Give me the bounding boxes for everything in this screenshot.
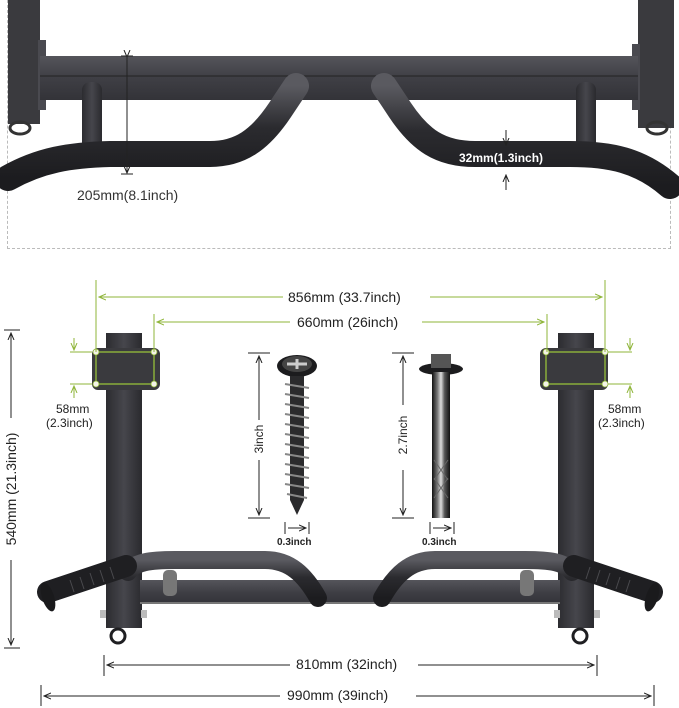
- total-width-label: 990mm (39inch): [287, 687, 389, 703]
- outer-hole-span-label: 856mm (33.7inch): [288, 289, 401, 305]
- screw-length-label: 3inch: [252, 424, 266, 454]
- total-height-label: 540mm (21.3inch): [3, 432, 19, 546]
- frame-width-label: 810mm (32inch): [296, 656, 398, 672]
- bar-height-label: 205mm(8.1inch): [77, 187, 179, 203]
- anchor-diameter-label: 0.3inch: [422, 537, 457, 548]
- right-plate-spacing-mm: 58mm: [608, 402, 642, 416]
- anchor-bolt-artwork: [419, 354, 463, 518]
- mounting-hole-guides: [95, 351, 606, 385]
- right-plate-spacing-inch: (2.3inch): [598, 416, 645, 430]
- screw-artwork: [277, 355, 317, 515]
- anchor-length-label: 2.7inch: [396, 415, 410, 455]
- left-plate-spacing-mm: 58mm: [56, 402, 90, 416]
- inner-hole-span-label: 660mm (26inch): [297, 314, 399, 330]
- tube-diameter-label: 32mm(1.3inch): [459, 151, 544, 165]
- screw-diameter-label: 0.3inch: [277, 537, 312, 548]
- closeup-bar-artwork: [0, 0, 679, 199]
- pullup-bar-artwork: [37, 333, 663, 645]
- left-plate-spacing-inch: (2.3inch): [46, 416, 93, 430]
